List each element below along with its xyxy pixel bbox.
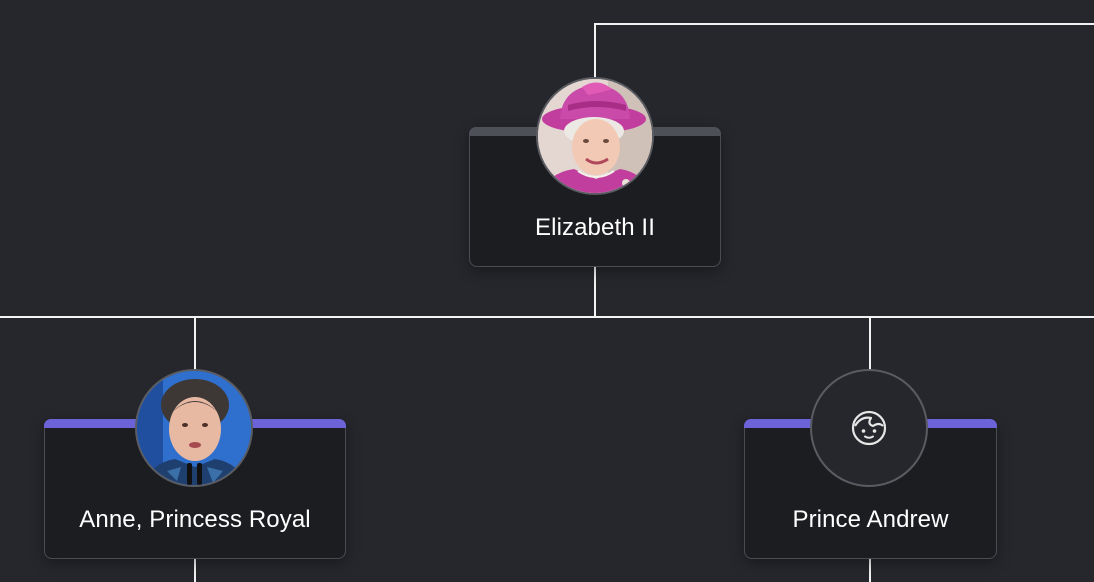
connector-anne-down	[194, 558, 196, 582]
connector-andrew-up	[869, 317, 871, 371]
connector-sibling-bar	[0, 316, 1094, 318]
person-card-prince-andrew[interactable]: Prince Andrew	[744, 418, 997, 559]
person-placeholder-icon	[851, 410, 887, 446]
avatar-prince-andrew[interactable]	[810, 369, 928, 487]
avatar-anne-princess-royal[interactable]	[135, 369, 253, 487]
connector-top-branch	[594, 23, 1094, 25]
connector-anne-up	[194, 317, 196, 371]
portrait-photo	[538, 79, 652, 193]
avatar-elizabeth-ii[interactable]	[536, 77, 654, 195]
person-name: Elizabeth II	[535, 214, 655, 241]
portrait-photo	[137, 371, 251, 485]
connector-andrew-down	[869, 558, 871, 582]
connector-root-down	[594, 266, 596, 318]
person-name: Prince Andrew	[792, 506, 949, 533]
person-name: Anne, Princess Royal	[79, 506, 311, 533]
connector-root-up	[594, 24, 596, 78]
